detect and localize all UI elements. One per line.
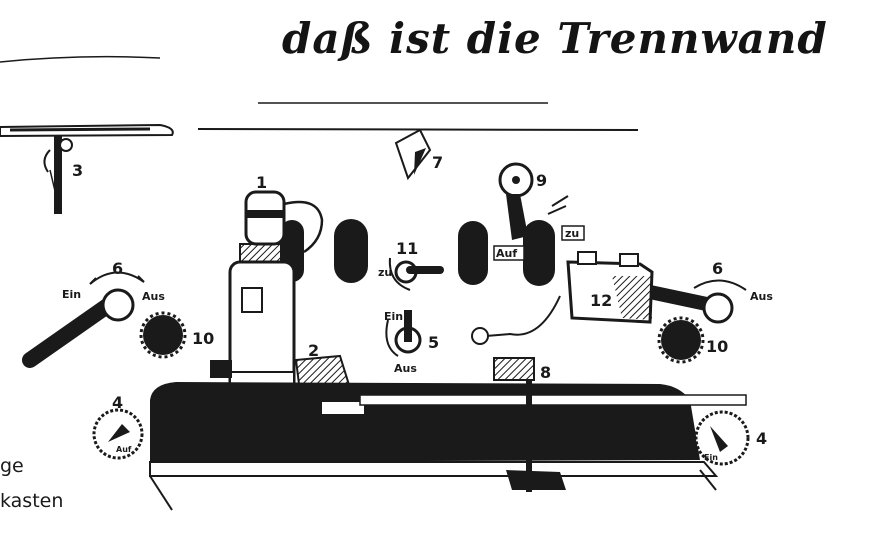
text-aus-left: Aus <box>142 290 165 303</box>
text-ein-left: Ein <box>62 288 81 301</box>
base-platform <box>149 382 747 511</box>
label-4-right: 4 <box>756 429 767 448</box>
text-ein-5: Ein <box>384 310 403 323</box>
page-title: daß ist die Trennwand <box>282 14 828 63</box>
label-8: 8 <box>540 363 551 382</box>
label-6-right: 6 <box>712 259 723 278</box>
dial-4-left <box>92 408 144 460</box>
box-12 <box>471 251 654 345</box>
label-1: 1 <box>256 173 267 192</box>
label-12: 12 <box>590 291 612 310</box>
label-5: 5 <box>428 333 439 352</box>
lever-3-top-left <box>0 123 174 214</box>
label-11: 11 <box>396 239 418 258</box>
header-lines <box>0 55 639 131</box>
label-3: 3 <box>72 161 83 180</box>
label-10-right: 10 <box>706 337 728 356</box>
dial-4-right <box>694 410 750 466</box>
slider-8 <box>493 357 566 492</box>
label-4-left: 4 <box>112 393 123 412</box>
label-2: 2 <box>308 341 319 360</box>
text-aus-right: Aus <box>750 290 773 303</box>
switch-6-left <box>22 271 145 368</box>
side-text-kasten: kasten <box>0 490 64 512</box>
handle-9 <box>493 162 585 261</box>
text-auf-4-left: Auf <box>116 445 132 454</box>
switch-5 <box>385 310 422 357</box>
side-text-ge: ge <box>0 455 24 477</box>
shutter-7 <box>394 128 432 181</box>
text-zu: zu <box>565 227 579 240</box>
knob-10-right <box>657 316 705 364</box>
knob-10-left <box>139 311 187 359</box>
text-aus-5: Aus <box>394 362 417 375</box>
switch-11 <box>388 257 444 291</box>
switch-6-right <box>643 279 747 324</box>
text-ein-4-right: Ein <box>704 453 718 462</box>
label-7: 7 <box>432 153 443 172</box>
text-zu-11: zu <box>378 266 392 279</box>
label-9: 9 <box>536 171 547 190</box>
text-auf: Auf <box>496 247 517 260</box>
label-10-left: 10 <box>192 329 214 348</box>
label-6-left: 6 <box>112 259 123 278</box>
